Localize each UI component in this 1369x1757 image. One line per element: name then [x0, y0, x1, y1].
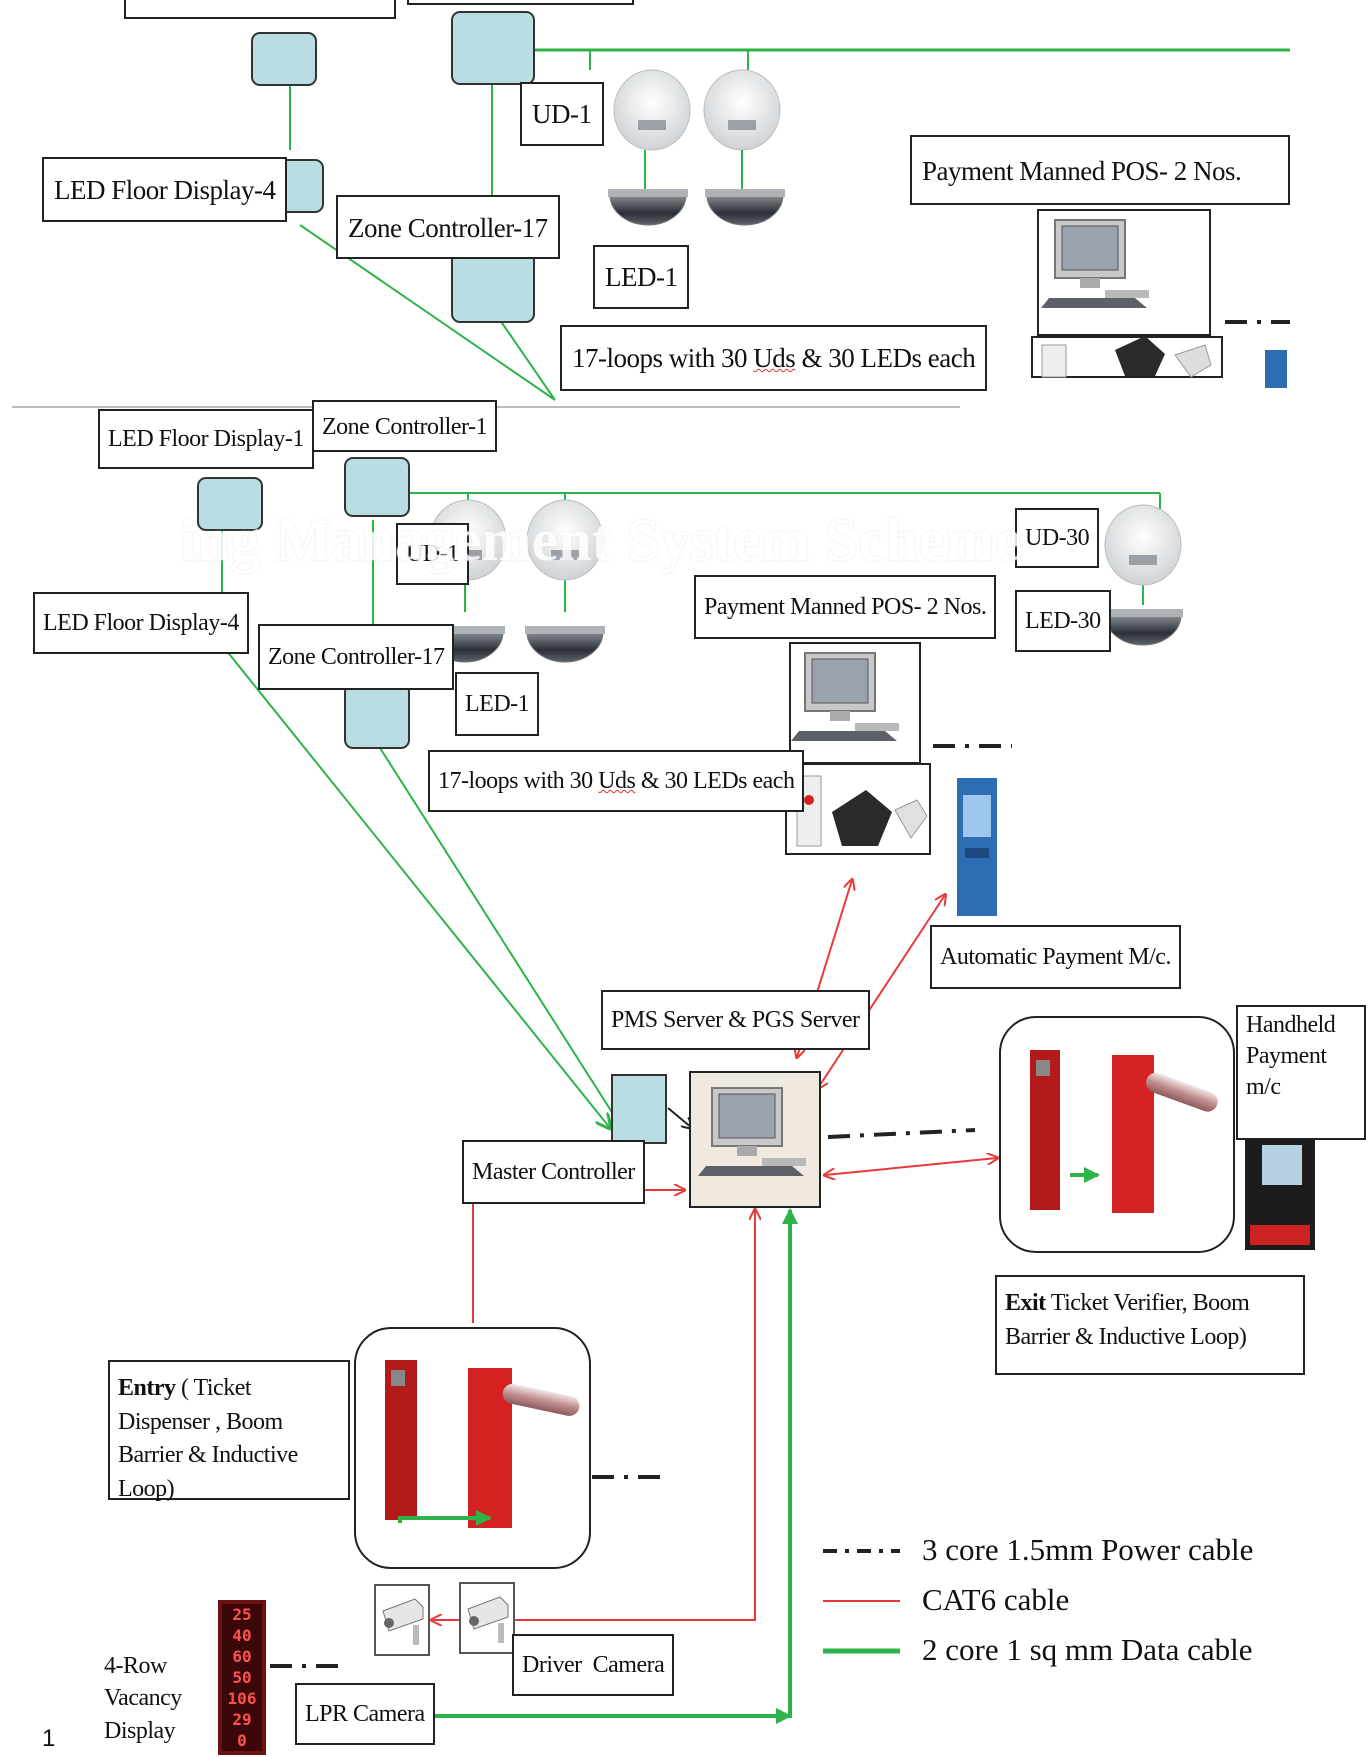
master-controller-label: Master Controller — [462, 1140, 645, 1204]
lpr-camera-icon — [375, 1585, 429, 1655]
entry-label: Entry ( Ticket Dispenser , Boom Barrier … — [108, 1360, 350, 1500]
loops-label: 17-loops with 30 Uds & 30 LEDs each — [428, 750, 804, 812]
led-floor-display-4-label: LED Floor Display-4 — [33, 592, 249, 654]
handheld-payment-label: Handheld Payment m/c — [1236, 1005, 1366, 1140]
zone-controller-1-label: Zone Controller-1 — [312, 400, 497, 452]
led-1-label: LED-1 — [455, 672, 539, 736]
loops-text: 17-loops with 30 — [438, 768, 593, 794]
ud-30-label: UD-30 — [1015, 508, 1099, 568]
top-led-floor-display-label: LED Floor Display-4 — [42, 157, 287, 222]
top-loops-label: 17-loops with 30 Uds & 30 LEDs each — [560, 325, 987, 391]
led-30-label: LED-30 — [1015, 590, 1111, 652]
loops-rest: & 30 LEDs each — [641, 768, 795, 794]
server-pc — [690, 1072, 820, 1207]
exit-label-bold: Exit — [1005, 1290, 1046, 1316]
exit-label: Exit Ticket Verifier, Boom Barrier & Ind… — [995, 1275, 1305, 1375]
server-label: PMS Server & PGS Server — [601, 990, 870, 1050]
vacancy-value: 106 — [222, 1688, 262, 1709]
vacancy-value: 0 — [222, 1730, 262, 1751]
driver-camera-label: Driver Camera — [512, 1634, 674, 1696]
vacancy-value: 25 — [222, 1604, 262, 1625]
master-controller-unit — [612, 1075, 666, 1143]
page-number: 1 — [42, 1725, 55, 1753]
top-ud-label: UD-1 — [520, 82, 604, 146]
zone-controller-17-label: Zone Controller-17 — [258, 624, 454, 690]
entry-lane-equipment — [355, 1328, 590, 1568]
zone-controller-17-unit — [345, 684, 409, 748]
top-loops-text: 17-loops with 30 — [572, 343, 747, 373]
legend-swatches — [823, 1551, 900, 1651]
legend-cat6-label: CAT6 cable — [922, 1582, 1069, 1618]
legend-data-label: 2 core 1 sq mm Data cable — [922, 1632, 1253, 1668]
lpr-camera-label: LPR Camera — [295, 1683, 435, 1745]
pos-label: Payment Manned POS- 2 Nos. — [694, 575, 996, 639]
pos-station — [786, 643, 930, 854]
vacancy-display-label: 4-Row Vacancy Display — [104, 1650, 204, 1747]
legend-power-label: 3 core 1.5mm Power cable — [922, 1532, 1253, 1568]
watermark: ing Management System Scheme — [180, 506, 1022, 575]
top-loops-uds: Uds — [753, 343, 795, 373]
top-pos-label: Payment Manned POS- 2 Nos. — [910, 135, 1290, 205]
automatic-payment-machine — [957, 778, 997, 916]
led-floor-display-1-label: LED Floor Display-1 — [98, 409, 314, 469]
top-zone-controller-label: Zone Controller-17 — [336, 195, 560, 259]
loops-uds: Uds — [598, 768, 635, 794]
vacancy-value: 50 — [222, 1667, 262, 1688]
vacancy-value: 29 — [222, 1709, 262, 1730]
automatic-payment-label: Automatic Payment M/c. — [930, 925, 1181, 989]
driver-camera-icon — [460, 1583, 514, 1653]
top-loops-rest: & 30 LEDs each — [802, 343, 976, 373]
entry-label-bold: Entry — [118, 1375, 176, 1401]
vacancy-value: 60 — [222, 1646, 262, 1667]
vacancy-value: 40 — [222, 1625, 262, 1646]
top-led-label: LED-1 — [593, 245, 689, 309]
